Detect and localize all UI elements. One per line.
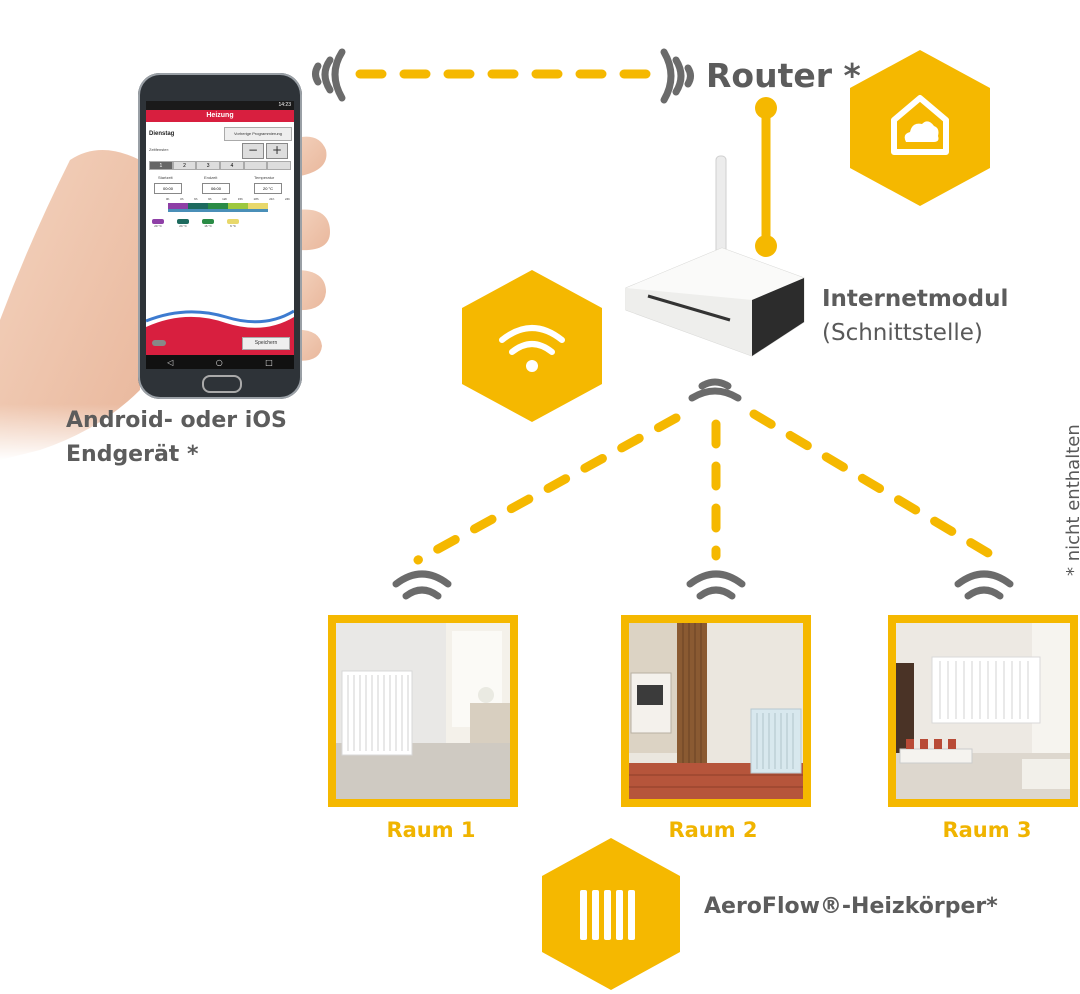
signal-waves-icon [688,378,742,402]
decrease-button[interactable]: − [242,143,264,159]
internet-module-subtitle: (Schnittstelle) [822,320,983,346]
toggle-switch[interactable] [152,340,166,346]
room-3-label: Raum 3 [942,818,1032,842]
radiator-icon [542,838,680,990]
save-button[interactable]: Speichern [242,337,290,350]
temp-chip-label: 24 °C [179,224,187,228]
time-window-label: Zeitfenster: [149,147,170,152]
room-1-image [328,615,518,807]
signal-waves-icon [686,570,746,600]
status-bar: 14:23 [146,101,294,110]
col-start-label: Startzeit [158,175,173,180]
tab-3[interactable]: 3 [196,161,221,170]
tab-empty [267,161,292,170]
day-label: Dienstag [149,131,175,137]
hour-tick: 9h [208,197,212,201]
status-time: 14:23 [278,102,291,108]
hour-tick: 18h [253,197,259,201]
end-time-input[interactable]: 06:00 [202,183,230,194]
home-icon[interactable]: ○ [215,357,223,367]
start-time-input[interactable]: 00:00 [154,183,182,194]
room-3-image [888,615,1078,807]
tab-empty [243,161,268,170]
tab-4[interactable]: 4 [220,161,244,170]
wifi-icon [462,270,602,422]
time-window-tabs: 1 2 3 4 [149,161,292,170]
signal-waves-icon [392,570,452,600]
hour-tick: 3h [180,197,184,201]
tab-2[interactable]: 2 [172,161,197,170]
smartphone-icon: 14:23 Heizung Dienstag Vorherige Program… [138,73,302,399]
hour-tick: 15h [237,197,243,201]
hour-tick: 12h [222,197,228,201]
router-label: Router * [706,56,861,95]
android-nav-bar: ◁ ○ □ [146,355,294,369]
temp-chip-label: 20 °C [154,224,162,228]
internet-module-title: Internetmodul [822,286,1009,312]
device-label-line2: Endgerät * [66,442,199,467]
home-cloud-icon [850,50,990,206]
room-1-label: Raum 1 [386,818,476,842]
schedule-bar-lower [168,209,268,212]
heater-label: AeroFlow®-Heizkörper* [704,894,998,919]
home-button[interactable] [202,375,242,393]
hour-tick: 0h [166,197,170,201]
back-icon[interactable]: ◁ [167,357,174,367]
router-device-icon [625,155,805,357]
hour-tick: 6h [194,197,198,201]
hour-scale: 0h 3h 6h 9h 12h 15h 18h 21h 24h [166,197,290,201]
signal-waves-icon [312,48,346,102]
temp-chip-label: 6 °C [230,224,236,228]
temperature-legend: 20 °C 24 °C 16 °C 6 °C [152,219,262,228]
temperature-input[interactable]: 20 °C [254,183,282,194]
col-temp-label: Temperatur [254,175,275,180]
increase-button[interactable]: + [266,143,288,159]
recents-icon[interactable]: □ [265,357,273,367]
room-2-label: Raum 2 [668,818,758,842]
device-label-line1: Android- oder iOS [66,408,287,433]
app-header: Heizung [146,110,294,122]
signal-waves-icon [660,48,694,104]
hour-tick: 21h [269,197,275,201]
tab-1[interactable]: 1 [149,161,173,170]
room-2-image [621,615,811,807]
temp-chip-label: 16 °C [204,224,212,228]
hour-tick: 24h [284,197,290,201]
side-note: * nicht enthalten [1063,424,1080,576]
col-end-label: Endzeit [204,175,218,180]
schedule-bar [168,203,268,209]
phone-screen: 14:23 Heizung Dienstag Vorherige Program… [146,101,294,355]
signal-waves-icon [954,570,1014,600]
copy-previous-button[interactable]: Vorherige Programmierung [224,127,292,141]
